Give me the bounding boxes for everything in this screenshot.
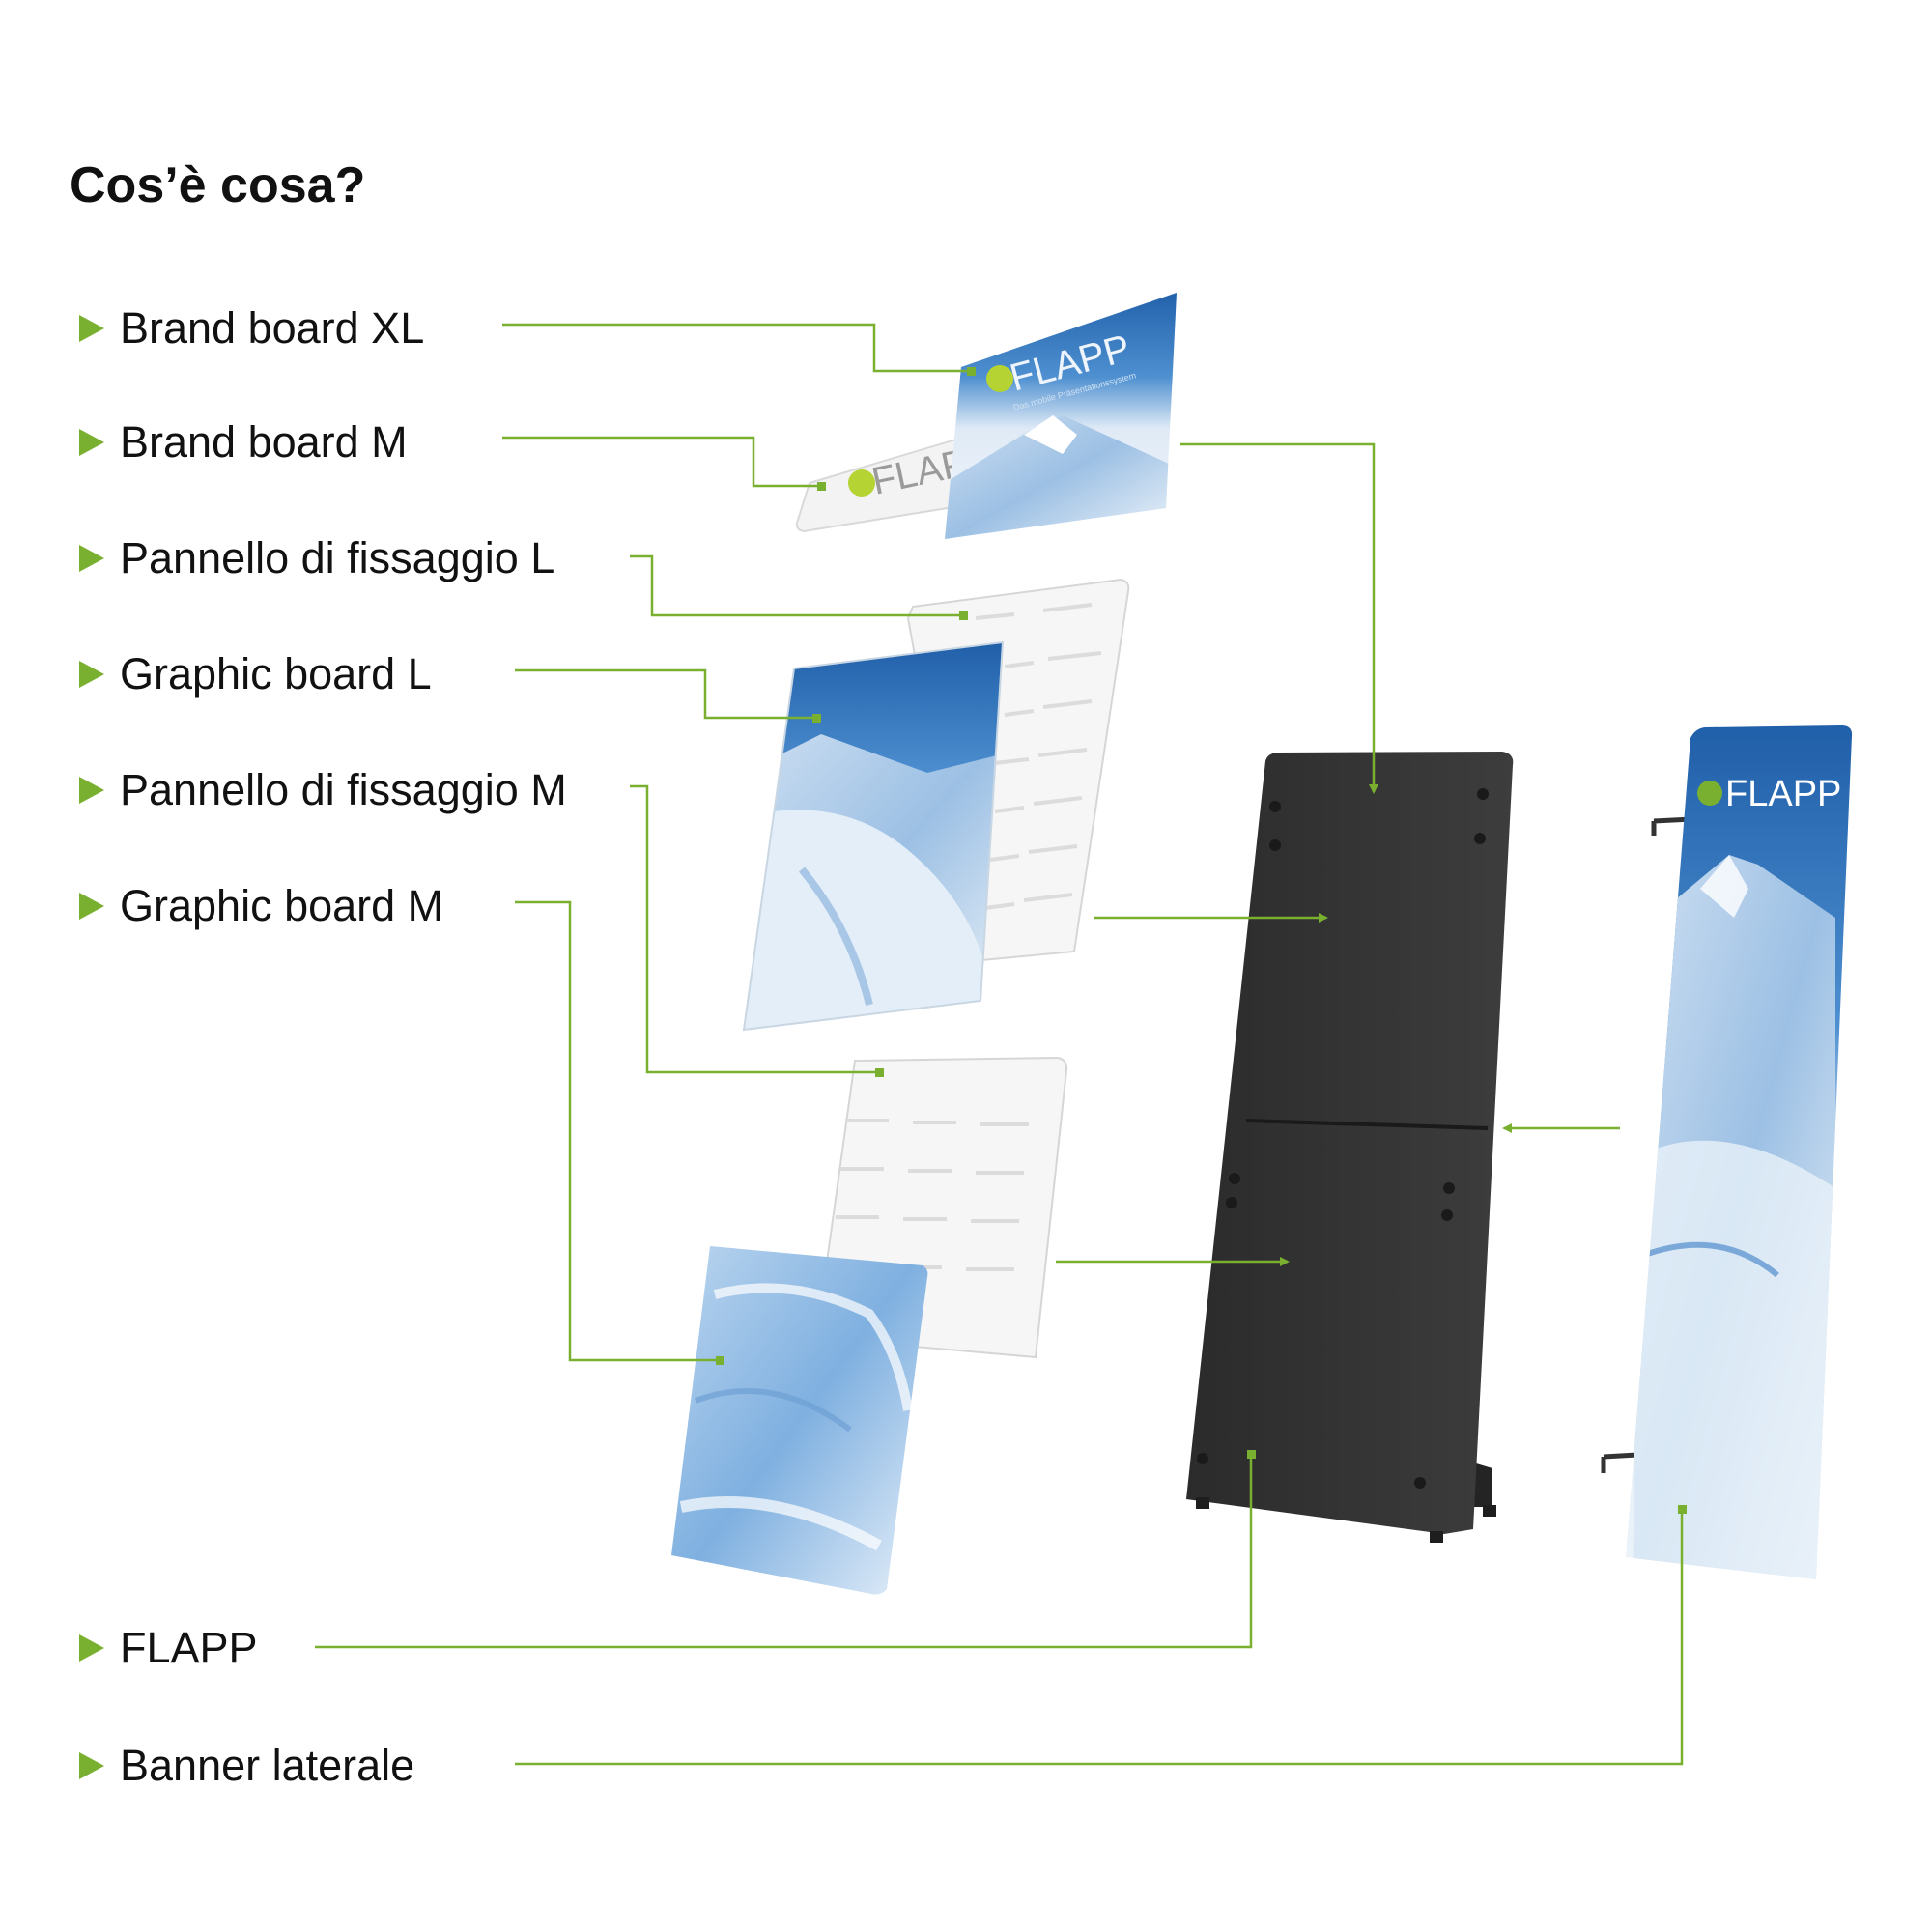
leader-line bbox=[502, 323, 971, 373]
label-graphic-board-l: Graphic board L bbox=[79, 645, 432, 703]
label-text: Pannello di fissaggio M bbox=[120, 765, 567, 814]
assembly-arrows bbox=[1056, 442, 1620, 1266]
leader-line bbox=[630, 554, 963, 617]
triangle-bullet-icon bbox=[79, 777, 104, 804]
triangle-bullet-icon bbox=[79, 1752, 104, 1779]
leader-line bbox=[315, 1454, 1253, 1649]
label-text: Pannello di fissaggio L bbox=[120, 533, 555, 582]
arrow-brand-board-to-stand bbox=[1180, 442, 1378, 794]
leader-line bbox=[515, 900, 720, 1362]
label-graphic-board-m: Graphic board M bbox=[79, 877, 443, 935]
leader-line bbox=[630, 784, 879, 1074]
graphic-board-m-panel bbox=[671, 1246, 928, 1595]
leader-lines bbox=[315, 323, 1684, 1766]
label-text: Brand board XL bbox=[120, 303, 425, 353]
triangle-bullet-icon bbox=[79, 893, 104, 920]
label-text: FLAPP bbox=[120, 1623, 258, 1672]
triangle-bullet-icon bbox=[79, 1634, 104, 1662]
leader-anchor-points bbox=[716, 367, 1687, 1514]
label-banner-laterale: Banner laterale bbox=[79, 1737, 414, 1795]
label-text: Graphic board M bbox=[120, 881, 444, 930]
leader-line bbox=[515, 668, 816, 720]
label-text: Brand board M bbox=[120, 417, 408, 467]
triangle-bullet-icon bbox=[79, 315, 104, 342]
page-title: Cos’è cosa? bbox=[70, 157, 366, 213]
brand-board-xl-panel: FLAPP Das mobile Präsentationssystem bbox=[945, 293, 1177, 539]
label-brand-board-m: Brand board M bbox=[79, 413, 408, 471]
triangle-bullet-icon bbox=[79, 545, 104, 572]
label-pannello-fissaggio-l: Pannello di fissaggio L bbox=[79, 529, 554, 587]
leader-line bbox=[515, 1509, 1684, 1766]
label-text: Graphic board L bbox=[120, 649, 432, 698]
graphic-board-l-panel bbox=[742, 640, 1005, 1032]
label-flapp: FLAPP bbox=[79, 1619, 258, 1677]
banner-laterale-panel: FLAPP bbox=[1601, 725, 1853, 1579]
triangle-bullet-icon bbox=[79, 429, 104, 456]
triangle-bullet-icon bbox=[79, 661, 104, 688]
label-pannello-fissaggio-m: Pannello di fissaggio M bbox=[79, 761, 567, 819]
label-text: Banner laterale bbox=[120, 1741, 415, 1790]
banner-logo-text: FLAPP bbox=[1725, 774, 1841, 814]
leader-line bbox=[502, 436, 821, 488]
label-brand-board-xl: Brand board XL bbox=[79, 299, 424, 357]
flapp-stand bbox=[1186, 752, 1514, 1543]
